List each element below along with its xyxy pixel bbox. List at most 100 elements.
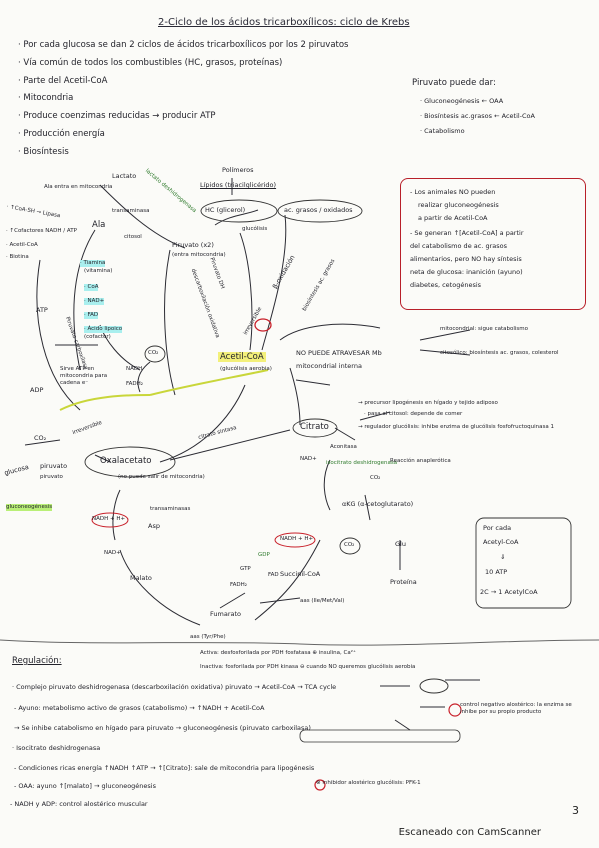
citosolico-label: citosólico: biosíntesis ac. grasos, cole…	[440, 350, 559, 356]
lipidos-label: Lípidos (triacilglicérido)	[200, 181, 277, 189]
cofactor-item: (vitamina)	[84, 268, 113, 274]
por-cada-line: Acetyl-CoA	[483, 538, 519, 546]
red-box-line: diabetes, cetogénesis	[410, 281, 482, 289]
gluconeogenesis-label: gluconeogénesis	[6, 504, 53, 511]
regulacion-inactiva: Inactiva: fosforilada por PDH kinasa ⊖ c…	[200, 664, 416, 670]
cofactor-item: (cofactor)	[84, 334, 111, 340]
glucosa-sub-label: piruvato	[40, 474, 63, 480]
piruvato-option: · Biosíntesis ac.grasos ← Acetil-CoA	[420, 112, 535, 120]
oxalacetato-label: Oxalacetato	[100, 456, 152, 466]
gtp-label: GTP	[240, 566, 251, 572]
regulacion-condiciones: - Condiciones ricas energía ↑NADH ↑ATP →…	[14, 764, 315, 772]
oxalacetato-sub: (no puede salir de mitocondria)	[118, 474, 205, 480]
left-note: · ↑Cofactores NADH / ATP	[6, 228, 77, 234]
piruvato-option: · Gluconeogénesis ← OAA	[420, 97, 504, 105]
malato-label: Malato	[130, 574, 152, 582]
co2-label: CO₂	[148, 350, 159, 356]
por-cada-line: 2C → 1 AcetylCoA	[480, 588, 538, 596]
adp-label: ADP	[30, 386, 44, 394]
glicerol-label: HC (glicerol)	[205, 206, 246, 214]
ac-grasos-label: ac. grasos / oxidados	[284, 206, 353, 214]
red-box-line: realizar gluconeogénesis	[418, 201, 499, 209]
glu-label: Glu	[395, 540, 406, 548]
red-box-line: - Se generan ↑[Acetil-CoA] a partir	[410, 229, 524, 237]
red-box-line: a partir de Acetil-CoA	[418, 214, 488, 222]
asp-label: Asp	[148, 522, 160, 530]
no-atraviesa-label: NO PUEDE ATRAVESAR Mb	[296, 349, 382, 357]
fad2-label: FAD	[268, 572, 279, 578]
cofactor-item: · NAD+	[84, 298, 105, 305]
glucosa-piruvato-label: piruvato	[40, 462, 68, 470]
anaplerotica-label: Reacción anaplerótica	[390, 458, 451, 464]
nad-plus-label: NAD+	[300, 456, 317, 462]
citrato-note: → precursor lipogénesis en hígado y teji…	[358, 400, 498, 406]
mitocondrial-label: mitocondrial: sigue catabolismo	[440, 326, 528, 332]
regulacion-complejo: · Complejo piruvato deshidrogenasa (desc…	[12, 683, 337, 691]
intro-line: · Mitocondria	[18, 93, 74, 103]
intro-line: · Vía común de todos los combustibles (H…	[18, 58, 283, 68]
no-atraviesa2-label: mitocondrial interna	[296, 362, 362, 370]
regulacion-isocitrato: · Isocitrato deshidrogenasa	[12, 744, 101, 752]
nadh-label: NADH	[126, 366, 143, 372]
por-cada-line: ⇓	[500, 553, 506, 561]
regulacion-ayuno: - Ayuno: metabolismo activo de grasos (c…	[14, 704, 265, 712]
intro-line: · Producción energía	[18, 129, 105, 139]
page-title: 2-Ciclo de los ácidos tricarboxílicos: c…	[158, 17, 410, 28]
gdp-label: GDP	[258, 552, 270, 558]
fumarato-label: Fumarato	[210, 610, 241, 618]
por-cada-line: Por cada	[483, 524, 512, 532]
co2c-label: CO₂	[370, 475, 381, 481]
aconitasa-label: Aconitasa	[330, 444, 357, 450]
polimeros-label: Polímeros	[222, 166, 254, 174]
page-number: 3	[572, 804, 579, 817]
co2d-label: CO₂	[344, 542, 355, 548]
citosol-label: citosol	[124, 234, 142, 240]
regulacion-ayuno-side: control negativo alostérico: la enzima s…	[460, 702, 572, 715]
fadh2b-label: FADH₂	[230, 582, 247, 588]
piruvato-option: · Catabolismo	[420, 127, 465, 135]
red-box-line: - Los animales NO pueden	[410, 188, 496, 196]
ala-note: Ala entra en mitocondria	[44, 184, 113, 190]
citrato-note: · pasa al citosol: depende de comer	[364, 411, 463, 417]
citrato-note: → regulador glucólisis: inhibe enzima de…	[358, 424, 554, 430]
cofactor-item: · CoA	[84, 284, 99, 291]
left-note: · Biotina	[6, 254, 29, 260]
aas-label: aas (Ile/Met/Val)	[300, 598, 345, 604]
atp-label: ATP	[36, 306, 48, 314]
red-box-line: alimentarios, pero NO hay síntesis	[410, 255, 522, 263]
atp-note: Sirve ATP en mitocondria para cadena e⁻	[60, 366, 108, 386]
red-box-line: neta de glucosa: inanición (ayuno)	[410, 268, 523, 276]
ala-label: Ala	[92, 220, 106, 230]
fadh2-label: FADH₂	[126, 381, 143, 387]
cofactor-item: · Ácido lipoico	[84, 326, 123, 333]
nad2-label: NAD+	[104, 550, 121, 556]
scanner-footer: Escaneado con CamScanner	[398, 827, 541, 838]
lactato-label: Lactato	[112, 172, 137, 180]
regulacion-head: Regulación:	[12, 656, 62, 666]
piruvato-options-head: Piruvato puede dar:	[412, 78, 496, 88]
succinil-coa-label: Succinil-CoA	[280, 570, 321, 578]
transaminasa-label: transaminasa	[112, 208, 150, 214]
nadh-box-label: NADH + H+	[280, 536, 314, 542]
transaminasas-label: transaminasas	[150, 506, 191, 512]
red-box-line: del catabolismo de ac. grasos	[410, 242, 507, 250]
acetil-coa-sub: (glucólisis aerobia)	[220, 366, 272, 372]
intro-line: · Por cada glucosa se dan 2 ciclos de ác…	[18, 40, 349, 50]
piruvato-label: Piruvato (x2)	[172, 241, 214, 249]
intro-line: · Parte del Acetil-CoA	[18, 76, 108, 86]
nadh-box2-label: NADH + H+	[92, 516, 126, 522]
piruvato-sub: (entra mitocondria)	[172, 252, 226, 258]
proteina-label: Proteína	[390, 578, 417, 586]
intro-line: · Biosíntesis	[18, 147, 69, 157]
acetil-coa-label: Acetil-CoA	[218, 352, 266, 362]
regulacion-inhibe: → Se inhibe catabolismo en hígado para p…	[14, 724, 311, 732]
alpha-kg-label: αKG (α-cetoglutarato)	[342, 500, 414, 508]
co2b-label: CO₂	[34, 434, 47, 442]
gluconeogenesis-note-box	[400, 178, 586, 310]
regulacion-oaa: - OAA: ayuno ↑[malato] → gluconeogénesis	[14, 782, 156, 790]
regulacion-activa: Activa: desfosforilada por PDH fosfatasa…	[200, 650, 356, 656]
cofactor-item: · Tiamina	[80, 260, 106, 267]
regulacion-nadh-adp: - NADH y ADP: control alostérico muscula…	[10, 800, 148, 808]
